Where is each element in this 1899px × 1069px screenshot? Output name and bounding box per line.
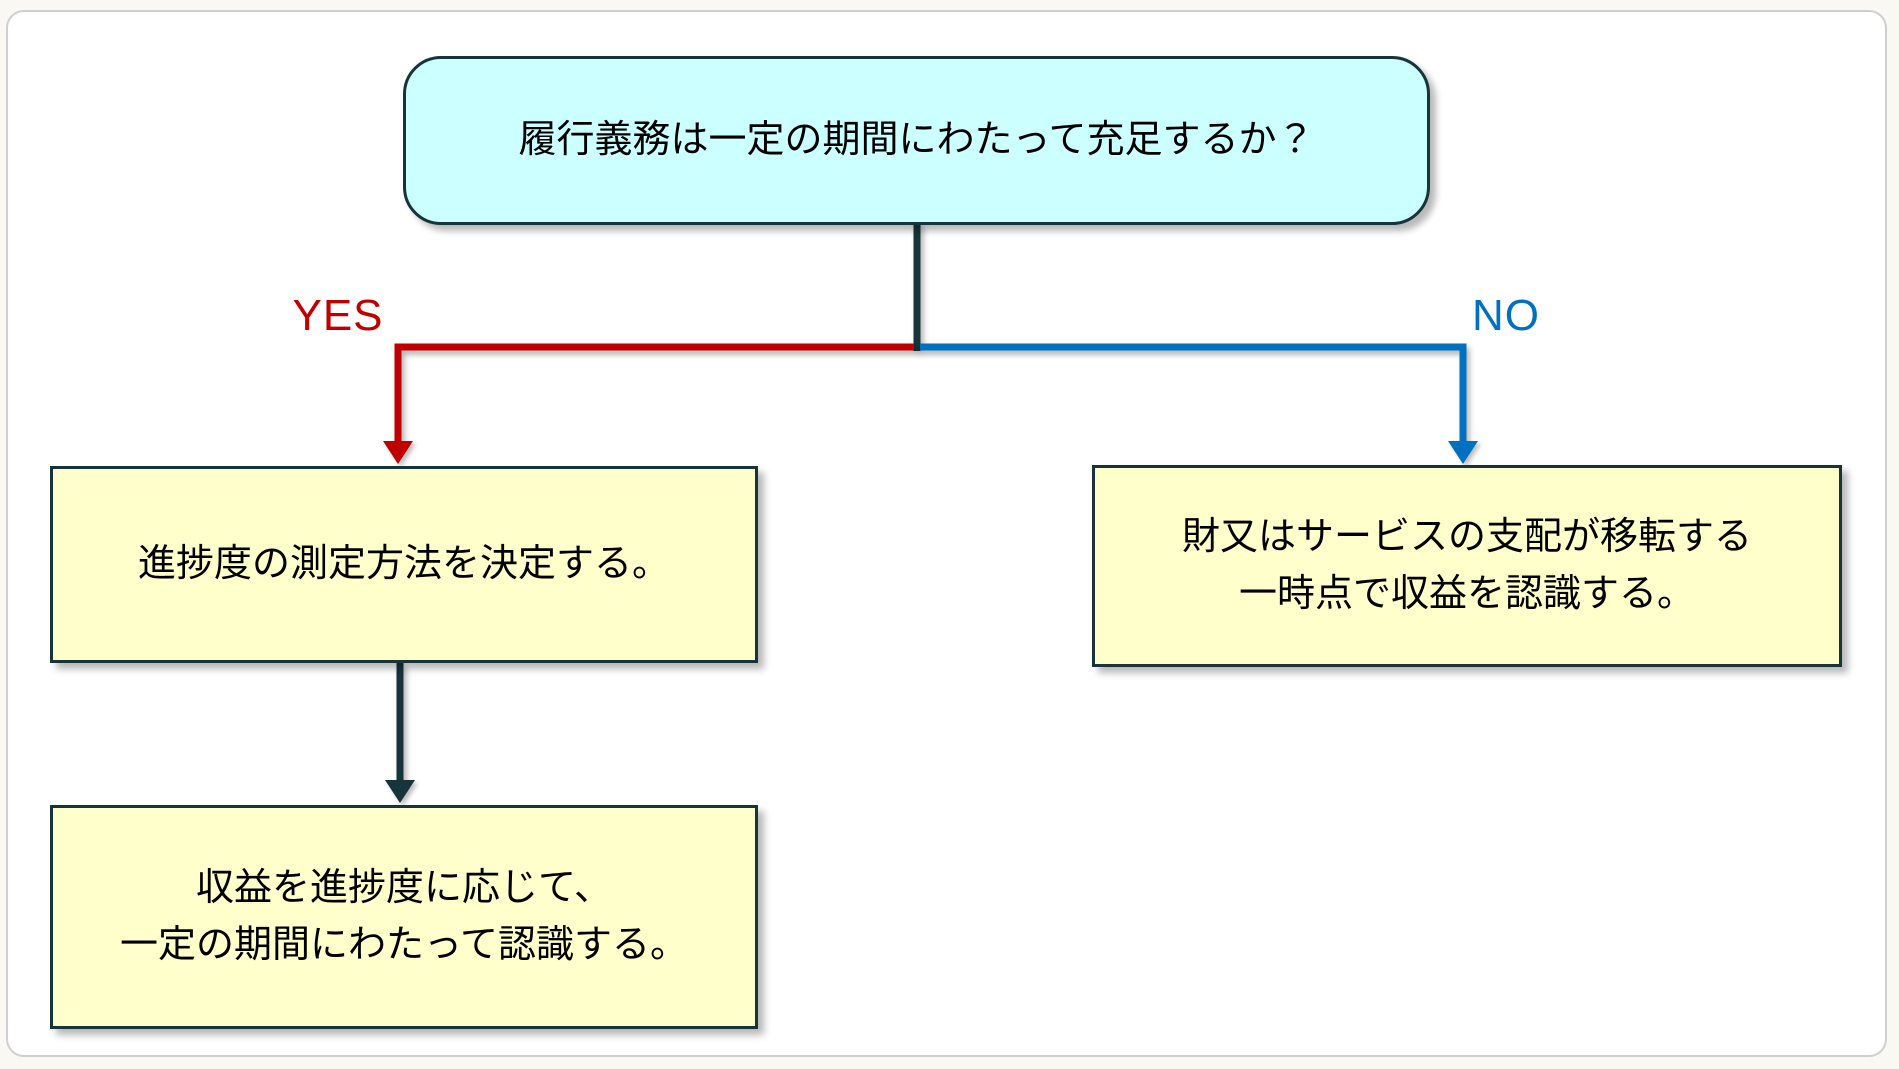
yes-connector (394, 343, 914, 445)
no-step1-line2: 一時点で収益を認識する。 (1238, 573, 1695, 615)
step-arrow-head-icon (385, 780, 415, 803)
no-step1-line1: 財又はサービスの支配が移転する (1181, 516, 1752, 558)
no-arrow-head-icon (1448, 441, 1478, 464)
no-label: NO (1472, 291, 1540, 340)
no-step1-text: 財又はサービスの支配が移転する 一時点で収益を認識する。 (1182, 509, 1752, 623)
no-step1-box: 財又はサービスの支配が移転する 一時点で収益を認識する。 (1092, 465, 1842, 667)
yes-label: YES (292, 291, 384, 340)
yes-step1-box: 進捗度の測定方法を決定する。 (50, 466, 758, 663)
yes-step2-box: 収益を進捗度に応じて、 一定の期間にわたって認識する。 (50, 805, 758, 1029)
yes-arrow-head-icon (383, 441, 413, 464)
question-text: 履行義務は一定の期間にわたって充足するか？ (518, 119, 1315, 161)
question-box: 履行義務は一定の期間にわたって充足するか？ (403, 56, 1430, 225)
yes-step2-line1: 収益を進捗度に応じて、 (195, 867, 613, 909)
yes-step2-line2: 一定の期間にわたって認識する。 (119, 924, 689, 966)
no-connector (920, 343, 1467, 445)
yes-step1-text: 進捗度の測定方法を決定する。 (137, 543, 670, 585)
yes-step2-text: 収益を進捗度に応じて、 一定の期間にわたって認識する。 (120, 860, 688, 974)
